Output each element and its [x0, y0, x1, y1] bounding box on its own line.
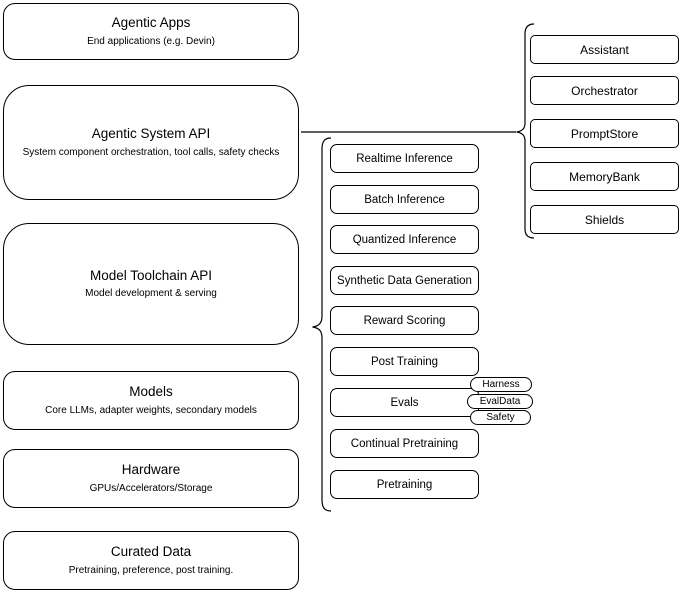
tag-evaldata: EvalData — [467, 394, 533, 409]
toolchain-group-brace — [312, 137, 332, 512]
system-group-brace — [516, 23, 535, 239]
node-model-toolchain-api: Model Toolchain API Model development & … — [3, 223, 299, 345]
node-post-training: Post Training — [330, 347, 479, 376]
node-subtitle: System component orchestration, tool cal… — [22, 146, 280, 158]
node-subtitle: Pretraining, preference, post training. — [68, 564, 234, 576]
node-subtitle: Model development & serving — [85, 288, 217, 300]
node-continual-pretraining: Continual Pretraining — [330, 429, 479, 458]
node-models: Models Core LLMs, adapter weights, secon… — [3, 371, 299, 430]
node-assistant: Assistant — [530, 35, 679, 64]
node-title: Hardware — [121, 462, 181, 478]
node-promptstore: PromptStore — [530, 119, 679, 148]
node-agentic-system-api: Agentic System API System component orch… — [3, 85, 299, 200]
node-reward-scoring: Reward Scoring — [330, 306, 479, 335]
node-agentic-apps: Agentic Apps End applications (e.g. Devi… — [3, 3, 299, 60]
node-subtitle: GPUs/Accelerators/Storage — [89, 482, 213, 494]
node-memorybank: MemoryBank — [530, 162, 679, 191]
node-title: Model Toolchain API — [89, 267, 213, 283]
node-batch-inference: Batch Inference — [330, 185, 479, 214]
node-subtitle: Core LLMs, adapter weights, secondary mo… — [45, 404, 257, 416]
node-orchestrator: Orchestrator — [530, 76, 679, 105]
node-synthetic-data-generation: Synthetic Data Generation — [330, 266, 479, 295]
node-title: Curated Data — [110, 544, 192, 560]
node-pretraining: Pretraining — [330, 470, 479, 499]
node-title: Models — [129, 384, 173, 400]
node-hardware: Hardware GPUs/Accelerators/Storage — [3, 449, 299, 508]
node-evals: Evals — [330, 388, 479, 417]
node-title: Agentic System API — [91, 126, 211, 142]
node-realtime-inference: Realtime Inference — [330, 144, 479, 173]
node-shields: Shields — [530, 205, 679, 234]
node-title: Agentic Apps — [111, 15, 191, 31]
node-quantized-inference: Quantized Inference — [330, 225, 479, 254]
node-curated-data: Curated Data Pretraining, preference, po… — [3, 531, 299, 590]
tag-harness: Harness — [470, 377, 532, 392]
node-subtitle: End applications (e.g. Devin) — [87, 35, 215, 47]
tag-safety: Safety — [470, 410, 531, 425]
